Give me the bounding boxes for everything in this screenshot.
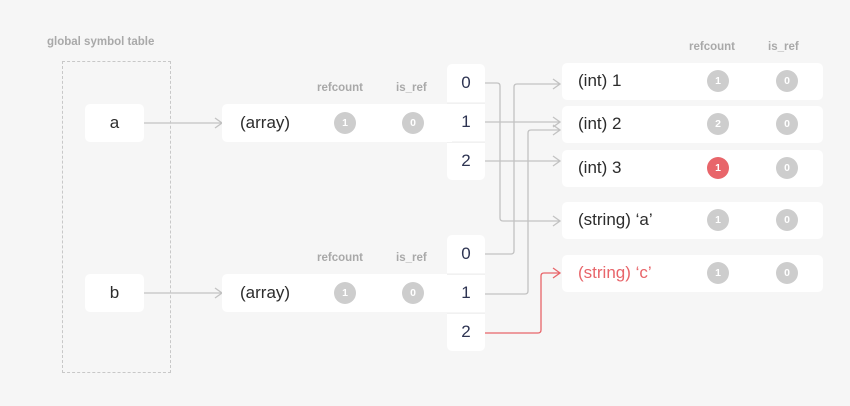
array-a-index-2[interactable]: 2 [447,142,485,180]
arrowhead [552,116,562,128]
values-refcount-header: refcount [689,41,735,53]
divider [447,103,485,104]
array-a-index-1[interactable]: 1 [447,103,485,141]
array-b-index-1[interactable]: 1 [447,274,485,312]
value-int-2[interactable]: (int) 2 2 0 [562,106,823,143]
connector-b2-to-string-c [485,272,560,334]
array-a-label: (array) [240,113,291,132]
connector-b1-to-int2 [485,129,560,295]
value-string-a[interactable]: (string) ‘a’ 1 0 [562,202,823,239]
values-is-ref-header: is_ref [768,41,799,53]
value-label: (int) 1 [578,71,622,90]
value-label: (int) 3 [578,158,622,177]
refcount-badge-highlighted: 1 [707,157,729,179]
variable-a[interactable]: a [85,104,144,142]
divider [447,142,485,143]
array-a-is-ref-badge: 0 [402,112,424,134]
connector-a0-to-string-a [485,82,560,222]
refcount-badge: 1 [707,262,729,284]
array-b-refcount-header: refcount [317,252,363,264]
is-ref-badge: 0 [776,113,798,135]
is-ref-badge: 0 [776,157,798,179]
array-b-is-ref-header: is_ref [396,252,427,264]
array-a-zval[interactable]: (array) 1 0 [222,104,452,142]
variable-b[interactable]: b [85,274,144,312]
array-b-index-2[interactable]: 2 [447,313,485,351]
is-ref-badge: 0 [776,209,798,231]
array-a-index-column: 0 1 2 [447,64,485,182]
array-b-index-column: 0 1 2 [447,235,485,353]
value-label: (string) ‘a’ [578,210,653,229]
arrowhead [552,78,562,90]
refcount-badge: 1 [707,209,729,231]
array-b-is-ref-badge: 0 [402,282,424,304]
arrowhead [552,215,562,227]
arrowhead [552,124,562,136]
array-a-index-0[interactable]: 0 [447,64,485,102]
is-ref-badge: 0 [776,70,798,92]
is-ref-badge: 0 [776,262,798,284]
value-int-3[interactable]: (int) 3 1 0 [562,150,823,187]
array-b-index-0[interactable]: 0 [447,235,485,273]
refcount-badge: 1 [707,70,729,92]
array-b-refcount-badge: 1 [334,282,356,304]
value-string-c[interactable]: (string) ‘c’ 1 0 [562,255,823,292]
arrowhead [552,267,562,279]
refcount-badge: 2 [707,113,729,135]
array-b-label: (array) [240,283,291,302]
divider [447,313,485,314]
array-a-refcount-badge: 1 [334,112,356,134]
symbol-table-frame [62,61,171,373]
array-b-zval[interactable]: (array) 1 0 [222,274,452,312]
value-label: (int) 2 [578,114,622,133]
connector-b0-to-int1 [485,83,560,255]
divider [447,274,485,275]
array-a-refcount-header: refcount [317,82,363,94]
symbol-table-title: global symbol table [47,36,155,48]
value-label-highlighted: (string) ‘c’ [578,263,652,282]
value-int-1[interactable]: (int) 1 1 0 [562,63,823,100]
array-a-is-ref-header: is_ref [396,82,427,94]
arrowhead [552,155,562,167]
